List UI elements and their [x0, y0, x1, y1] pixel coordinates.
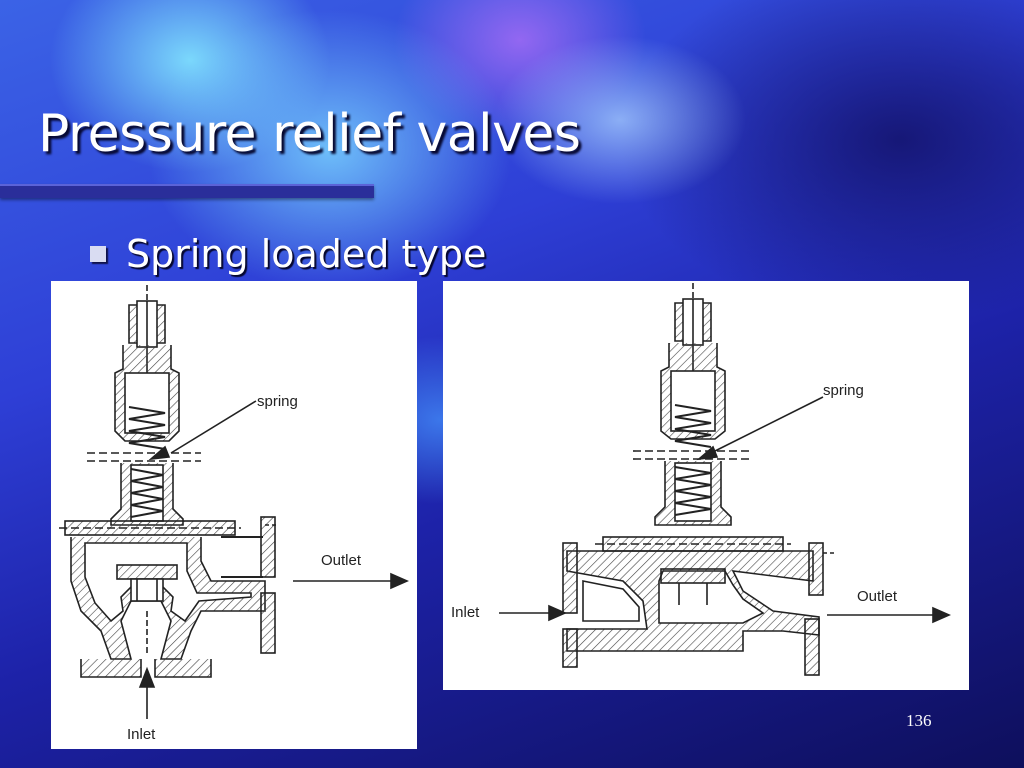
left-inlet-label: Inlet: [127, 726, 156, 743]
slide-title: Pressure relief valves: [38, 104, 581, 164]
right-outlet-label: Outlet: [857, 588, 898, 605]
title-underline: [0, 184, 374, 198]
bullet-text: Spring loaded type: [126, 232, 487, 276]
page-number: 136: [906, 711, 932, 730]
bullet-square-icon: [90, 246, 106, 262]
right-valve-diagram: spring Inlet Outlet: [451, 283, 951, 676]
right-inlet-label: Inlet: [451, 604, 480, 621]
left-outlet-label: Outlet: [321, 552, 362, 569]
left-valve-diagram: spring Outlet Inlet: [59, 285, 409, 743]
left-spring-label: spring: [257, 393, 298, 410]
left-valve-figure: spring Outlet Inlet: [51, 281, 417, 749]
right-spring-label: spring: [823, 382, 864, 399]
right-valve-figure: spring Inlet Outlet: [443, 281, 969, 690]
